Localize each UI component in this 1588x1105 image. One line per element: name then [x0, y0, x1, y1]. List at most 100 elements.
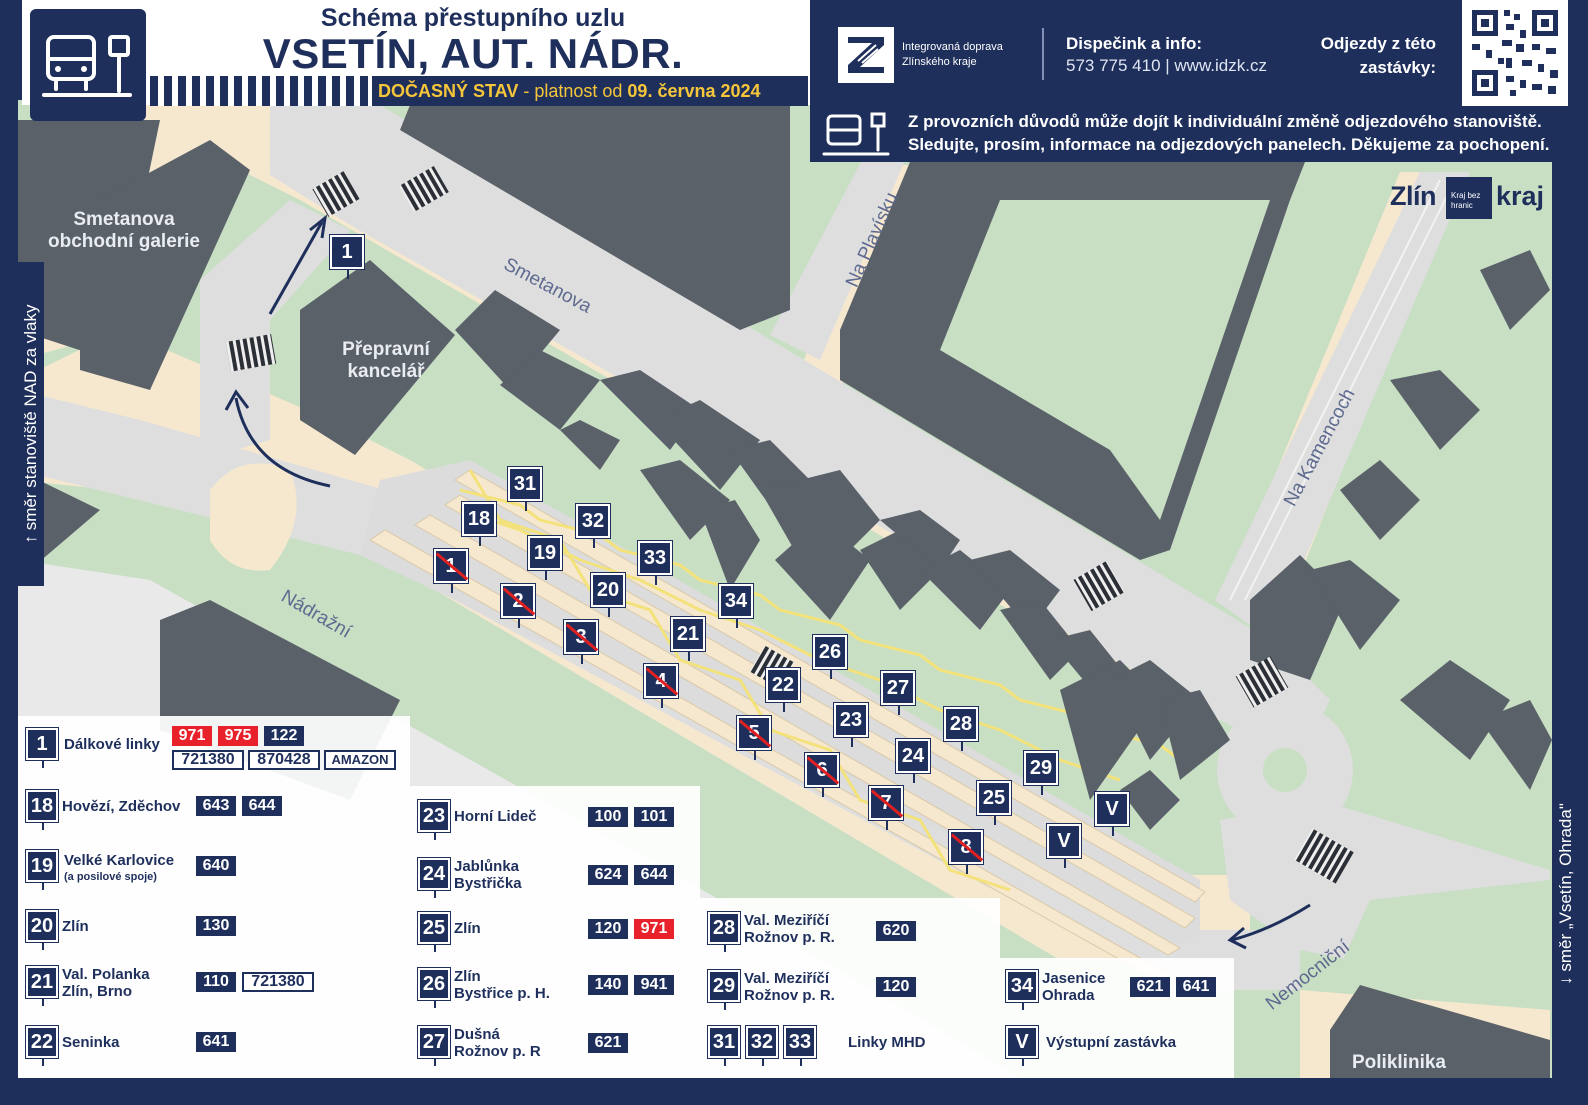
idzk-name: Integrovaná doprava Zlínského kraje — [902, 40, 1003, 70]
qr-code-icon[interactable] — [1462, 0, 1568, 106]
line-chip: 941 — [634, 975, 674, 995]
idzk-name-line2: Zlínského kraje — [902, 56, 977, 68]
stop-marker: 29 — [1023, 750, 1059, 795]
legend-destination: Zlín Bystřice p. H. — [454, 968, 550, 1002]
stop-marker-cancelled: 8 — [948, 829, 984, 874]
legend-stop-id: 32 — [745, 1025, 779, 1066]
legend-destination-line1: Dušná — [454, 1026, 500, 1043]
line-chip: 140 — [588, 975, 628, 995]
legend-destination: Val. Meziříčí Rožnov p. R. — [744, 970, 835, 1004]
notice-line-2: Sledujte, prosím, informace na odjezdový… — [908, 135, 1550, 154]
stop-marker-cancelled: 6 — [804, 752, 840, 797]
legend-stop-id: 21 — [25, 965, 59, 1006]
line-chip: 644 — [634, 865, 674, 885]
legend-stop-id: 29 — [707, 969, 741, 1010]
legend-row-26: 26 Zlín Bystřice p. H. 140 941 — [417, 967, 698, 1008]
stop-marker-cancelled: 5 — [736, 715, 772, 760]
dispatch-contact[interactable]: 573 775 410 | www.idzk.cz — [1066, 56, 1267, 75]
validity-banner: DOČASNÝ STAV - platnost od 09. června 20… — [372, 76, 808, 106]
line-chip: 624 — [588, 865, 628, 885]
page-title: VSETÍN, AUT. NÁDR. — [262, 30, 684, 77]
stop-marker: 25 — [976, 780, 1012, 825]
legend-destination-note: (a posilové spoje) — [64, 871, 157, 883]
bus-stop-glyph — [42, 35, 132, 97]
legend-stop-id: V — [1005, 1025, 1039, 1066]
legend-row-exit: V Výstupní zastávka — [1005, 1025, 1232, 1066]
exit-stop-marker: V — [1094, 791, 1130, 836]
departures-label: Odjezdy z této zastávky: — [1288, 32, 1436, 80]
legend-destination: Dušná Rožnov p. R — [454, 1026, 541, 1060]
legend-row-34: 34 Jasenice Ohrada 621 641 — [1005, 969, 1232, 1010]
stop-marker: 18 — [461, 501, 497, 546]
legend-destination: Horní Lideč — [454, 808, 537, 825]
line-chip: 100 — [588, 807, 628, 827]
legend-row-25: 25 Zlín 120 971 — [417, 911, 698, 952]
stop-marker: 22 — [765, 667, 801, 712]
info-panel: Integrovaná doprava Zlínského kraje Disp… — [810, 0, 1588, 162]
line-chip: 641 — [196, 1032, 236, 1052]
legend-panel-1 — [18, 716, 410, 1078]
legend-stop-id: 34 — [1005, 969, 1039, 1010]
legend-stop-id: 31 — [707, 1025, 741, 1066]
logo-text-2: kraj — [1496, 181, 1545, 211]
legend-destination: Val. Meziříčí Rožnov p. R. — [744, 912, 835, 946]
line-chip: 621 — [588, 1033, 628, 1053]
legend-destination-line1: Jablůnka — [454, 858, 520, 875]
legend-stop-id: 22 — [25, 1025, 59, 1066]
legend-row-19: 19 Velké Karlovice (a posilové spoje) 64… — [25, 849, 406, 890]
legend-destination-line1: Zlín — [454, 968, 481, 985]
stop-marker: 26 — [812, 634, 848, 679]
poliklinika-building — [1330, 985, 1550, 1078]
legend-stop-id: 20 — [25, 909, 59, 950]
line-chip: AMAZON — [324, 750, 396, 770]
legend-destination-line2: Bystřice p. H. — [454, 985, 550, 1002]
station-area — [360, 460, 1200, 945]
label-smetanova-gallery-1: Smetanova — [73, 209, 175, 230]
legend-row-mhd: 31 32 33 Linky MHD — [707, 1025, 998, 1066]
courtyard — [940, 200, 1270, 520]
legend-destination: Zlín — [454, 920, 481, 937]
idzk-logo-icon — [838, 27, 894, 83]
legend-destination: Jablůnka Bystřička — [454, 858, 522, 892]
label-poliklinika: Poliklinika — [1352, 1052, 1446, 1073]
legend-stop-id: 19 — [25, 849, 59, 890]
legend-row-24: 24 Jablůnka Bystřička 624 644 — [417, 857, 698, 898]
legend-destination: Seninka — [62, 1034, 120, 1051]
line-chip: 621 — [1130, 977, 1170, 997]
legend-destination: Zlín — [62, 918, 89, 935]
legend-row-20: 20 Zlín 130 — [25, 909, 406, 950]
stop-marker: 21 — [670, 616, 706, 661]
departures-label-line1: Odjezdy z této — [1320, 34, 1436, 53]
legend-row-23: 23 Horní Lideč 100 101 — [417, 799, 698, 840]
road-island — [210, 463, 297, 571]
stop-marker: 27 — [880, 670, 916, 715]
direction-arrows — [224, 214, 1311, 950]
legend-destination-name: Velké Karlovice — [64, 852, 175, 869]
legend-destination: Velké Karlovice (a posilové spoje) — [64, 852, 174, 886]
line-chip: 110 — [196, 972, 236, 992]
legend-stop-id: 33 — [783, 1025, 817, 1066]
legend-stop-id: 26 — [417, 967, 451, 1008]
stop-marker: 1 — [329, 234, 365, 279]
departures-label-line2: zastávky: — [1359, 58, 1436, 77]
legend-destination-line2: Rožnov p. R. — [744, 987, 835, 1004]
roundabout-island — [1263, 748, 1307, 792]
line-chip: 643 — [196, 796, 236, 816]
legend-stop-id: 25 — [417, 911, 451, 952]
label-transport-office: Přepravní kancelář — [330, 339, 442, 383]
label-office-1: Přepravní — [342, 339, 430, 360]
line-chip: 130 — [196, 916, 236, 936]
stop-marker-cancelled: 3 — [563, 619, 599, 664]
stop-marker: 24 — [895, 738, 931, 783]
legend-stop-id: 27 — [417, 1025, 451, 1066]
legend-destination: Výstupní zastávka — [1046, 1034, 1177, 1051]
label-office-2: kancelář — [347, 361, 425, 382]
stop-marker: 32 — [575, 503, 611, 548]
legend-destination-line1: Val. Meziříčí — [744, 970, 830, 987]
header-subtitle: Schéma přestupního uzlu — [320, 4, 626, 32]
line-chip: 971 — [172, 726, 212, 746]
qr-code-glyph — [1472, 10, 1558, 96]
stop-marker-cancelled: 1 — [433, 548, 469, 593]
stop-marker: 28 — [943, 706, 979, 751]
road-smetanova — [270, 105, 1330, 760]
